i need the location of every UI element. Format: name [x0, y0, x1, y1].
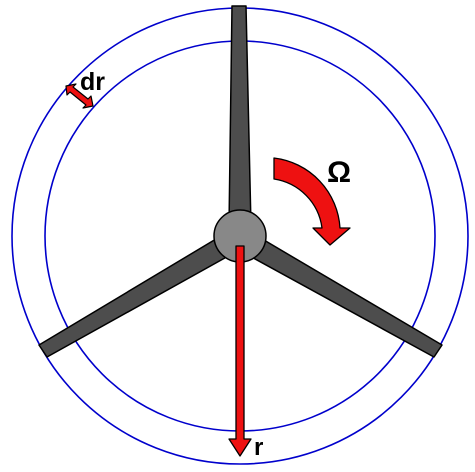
rotor-blades [38, 5, 443, 358]
dr-label: dr [80, 68, 105, 96]
blade-lower-left [38, 232, 233, 358]
radius-label: r [254, 434, 263, 461]
blade-lower-right [245, 232, 443, 358]
blade-top [228, 5, 252, 227]
omega-label: Ω [327, 156, 351, 189]
radius-arrow [228, 245, 252, 457]
rotation-arrow [273, 157, 351, 246]
dr-arrow [65, 83, 94, 109]
